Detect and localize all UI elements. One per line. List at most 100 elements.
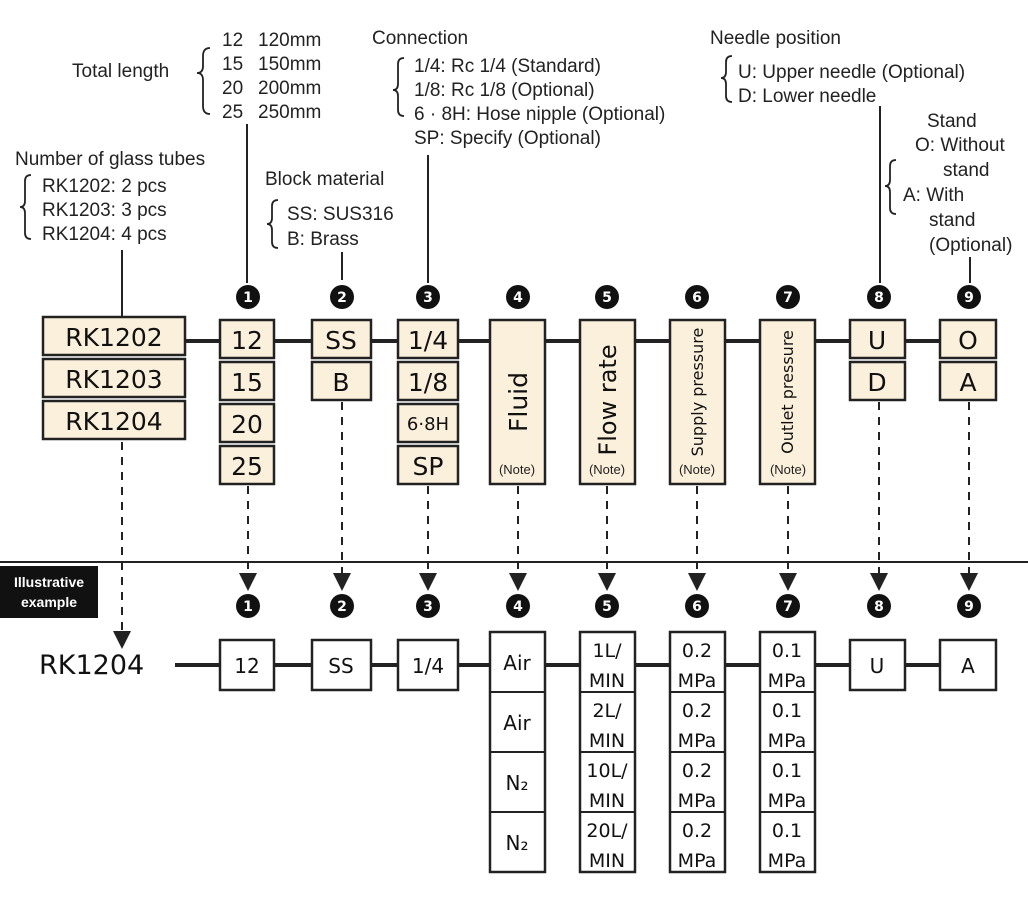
- number-7-icon: 7: [776, 594, 800, 618]
- connection-box: [396, 402, 460, 444]
- svg-text:example: example: [21, 594, 77, 610]
- connection-option: 1/4: Rc 1/4 (Standard): [414, 56, 601, 77]
- flow-rate-cell: MIN: [589, 730, 625, 752]
- flow-rate-cell: MIN: [589, 670, 625, 692]
- total-length-option-desc: 150mm: [258, 54, 321, 75]
- svg-text:9: 9: [964, 599, 974, 615]
- connection-code: 1/4: [408, 326, 448, 355]
- connection-brace: [392, 57, 405, 117]
- number-5-icon: 5: [595, 285, 619, 309]
- fluid-box: Fluid (Note): [488, 318, 547, 486]
- connection-code: 6·8H: [407, 414, 449, 435]
- outlet-pressure-box: Outlet pressure (Note): [758, 318, 817, 486]
- flow-rate-cell: 1L/: [592, 640, 622, 662]
- stand-option: O: Without: [915, 135, 1005, 156]
- stand-option: A: With: [903, 185, 964, 206]
- example-connection: 1/4: [396, 638, 460, 692]
- length-code: 12: [231, 326, 263, 355]
- number-6-icon: 6: [685, 285, 709, 309]
- stand-heading: Stand: [927, 111, 977, 132]
- length-code: 15: [231, 368, 263, 397]
- number-8-icon: 8: [867, 594, 891, 618]
- connection-box: [396, 360, 460, 402]
- number-1-icon: 1: [236, 594, 260, 618]
- total-length-brace: [196, 47, 211, 115]
- fluid-cell: N₂: [506, 831, 529, 855]
- connection-option: 6 · 8H: Hose nipple (Optional): [414, 104, 665, 125]
- tube-option: RK1204: 4 pcs: [42, 224, 167, 245]
- outlet-pressure-label: Outlet pressure: [778, 330, 797, 454]
- example-material: SS: [310, 638, 373, 692]
- illustrative-example-badge: Illustrative example: [0, 566, 98, 618]
- material-options: SS: SUS316 B: Brass: [287, 204, 394, 250]
- example-length: 12: [218, 638, 276, 692]
- model-code-boxes: RK1202 RK1203 RK1204: [41, 315, 187, 441]
- material-option: B: Brass: [287, 229, 359, 250]
- number-3-icon: 3: [416, 285, 440, 309]
- material-box: [310, 318, 373, 360]
- needle-code: U: [868, 326, 886, 355]
- number-5-icon: 5: [595, 594, 619, 618]
- supply-pressure-box: Supply pressure (Note): [668, 318, 727, 486]
- outlet-pressure-cell: MPa: [768, 790, 807, 812]
- model-box: [41, 399, 187, 441]
- example-model: RK1204: [39, 650, 144, 681]
- outlet-pressure-cell: 0.1: [772, 640, 802, 662]
- leader-lines: [121, 106, 971, 317]
- flow-rate-cell: MIN: [589, 850, 625, 872]
- connection-option: SP: Specify (Optional): [414, 128, 601, 149]
- example-spec-table: Air Air N₂ N₂ 1L/ MIN 2L/ MIN 10L/ MIN 2…: [488, 630, 817, 874]
- length-box: [218, 360, 276, 402]
- bottom-number-row: 1 2 3 4 5 6 7 8 9: [236, 594, 981, 618]
- stand-code-boxes: O A: [938, 318, 998, 402]
- block-material-heading: Block material: [265, 169, 384, 190]
- needle-option: D: Lower needle: [738, 86, 876, 107]
- length-box: [218, 318, 276, 360]
- number-1-icon: 1: [236, 285, 260, 309]
- supply-pressure-label: Supply pressure: [688, 328, 707, 457]
- svg-text:5: 5: [602, 599, 612, 615]
- length-box: [218, 402, 276, 444]
- material-code: B: [332, 368, 349, 397]
- outlet-pressure-cell: 0.1: [772, 700, 802, 722]
- needle-code: D: [867, 368, 886, 397]
- model-box: [41, 357, 187, 399]
- total-length-heading: Total length: [72, 61, 169, 82]
- svg-text:2: 2: [337, 599, 347, 615]
- number-6-icon: 6: [685, 594, 709, 618]
- tube-option: RK1202: 2 pcs: [42, 176, 167, 197]
- svg-text:7: 7: [783, 290, 793, 306]
- model-code: RK1202: [65, 323, 162, 352]
- supply-pressure-cell: 0.2: [682, 700, 712, 722]
- connection-code-boxes: 1/4 1/8 6·8H SP: [396, 318, 460, 486]
- fluid-label: Fluid: [504, 372, 533, 432]
- flow-rate-cell: 2L/: [592, 700, 622, 722]
- fluid-note: (Note): [499, 462, 535, 477]
- svg-text:1: 1: [243, 290, 253, 306]
- svg-text:3: 3: [423, 290, 433, 306]
- stand-box: [938, 360, 998, 402]
- length-code: 20: [231, 410, 263, 439]
- svg-text:6: 6: [692, 290, 702, 306]
- total-length-option-desc: 250mm: [258, 102, 321, 123]
- dashed-arrows: [113, 402, 978, 649]
- total-length-option-desc: 200mm: [258, 78, 321, 99]
- stand-options: O: Without stand A: With stand (Optional…: [903, 135, 1012, 256]
- number-9-icon: 9: [957, 594, 981, 618]
- needle-code-boxes: U D: [848, 318, 907, 402]
- svg-text:7: 7: [783, 599, 793, 615]
- stand-code: A: [959, 368, 976, 397]
- flow-rate-cell: MIN: [589, 790, 625, 812]
- model-code: RK1204: [65, 407, 162, 436]
- svg-text:3: 3: [423, 599, 433, 615]
- material-brace: [266, 199, 279, 249]
- needle-brace: [720, 55, 733, 103]
- example-stand: A: [938, 638, 998, 692]
- top-number-row: 1 2 3 4 5 6 7 8 9: [236, 285, 981, 309]
- total-length-option: 25: [222, 102, 243, 123]
- supply-pressure-cell: 0.2: [682, 760, 712, 782]
- total-length-option-desc: 120mm: [258, 30, 321, 51]
- stand-option: stand: [943, 160, 989, 181]
- svg-text:8: 8: [874, 290, 884, 306]
- length-code: 25: [231, 452, 263, 481]
